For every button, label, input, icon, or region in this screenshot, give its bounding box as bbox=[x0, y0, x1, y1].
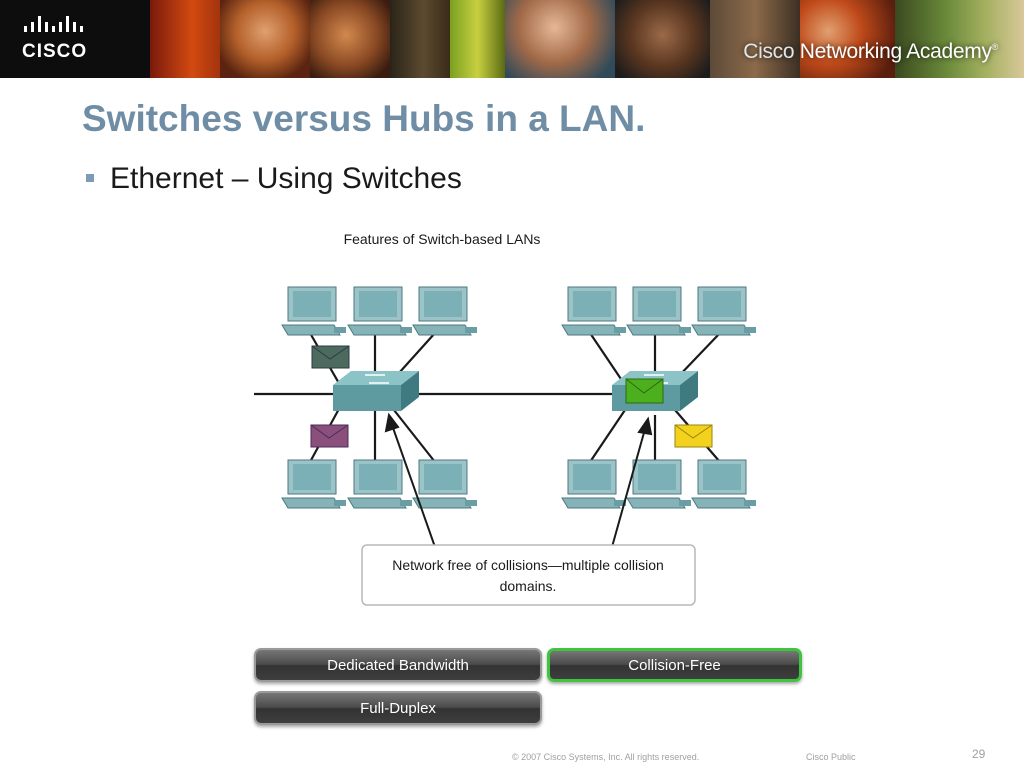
envelope-icon bbox=[625, 378, 664, 404]
slide-title: Switches versus Hubs in a LAN. bbox=[82, 98, 646, 139]
diagram-heading: Features of Switch-based LANs bbox=[344, 231, 541, 247]
computer-icon bbox=[347, 286, 413, 336]
bullet-text: Ethernet – Using Switches bbox=[110, 162, 462, 195]
envelope-icon bbox=[674, 424, 713, 448]
cisco-wordmark: CISCO bbox=[22, 41, 87, 62]
computer-icon bbox=[561, 286, 627, 336]
callout-line-1: Network free of collisions—multiple coll… bbox=[392, 557, 664, 573]
feature-full-duplex-button[interactable]: Full-Duplex bbox=[254, 691, 542, 725]
switch-lan-diagram: Features of Switch-based LANs bbox=[254, 231, 757, 606]
computer-icon bbox=[561, 459, 627, 509]
computer-icon bbox=[626, 459, 692, 509]
bullet-marker bbox=[86, 174, 94, 182]
switch-icon bbox=[332, 370, 420, 412]
computer-icon bbox=[691, 459, 757, 509]
computer-icon bbox=[281, 459, 347, 509]
page-number: 29 bbox=[972, 747, 986, 761]
feature-collision-free-button[interactable]: Collision-Free bbox=[547, 648, 802, 682]
callout-arrows bbox=[384, 412, 653, 548]
footer-classification: Cisco Public bbox=[806, 752, 856, 762]
envelope-icon bbox=[311, 345, 350, 369]
callout-line-2: domains. bbox=[500, 578, 557, 594]
callout-box bbox=[361, 544, 696, 606]
footer-copyright: © 2007 Cisco Systems, Inc. All rights re… bbox=[512, 752, 700, 762]
computer-icon bbox=[412, 459, 478, 509]
cisco-logo: CISCO bbox=[0, 0, 150, 78]
feature-dedicated-bandwidth-button[interactable]: Dedicated Bandwidth bbox=[254, 648, 542, 682]
computer-icon bbox=[281, 286, 347, 336]
academy-logo-text: Cisco Networking Academy® bbox=[743, 40, 998, 63]
header-banner: CISCO Cisco Networking Academy® bbox=[0, 0, 1024, 78]
computer-icon bbox=[412, 286, 478, 336]
envelope-icon bbox=[310, 424, 349, 448]
photo-strip bbox=[150, 0, 1024, 78]
computer-icon bbox=[626, 286, 692, 336]
computer-icon bbox=[347, 459, 413, 509]
computer-icon bbox=[691, 286, 757, 336]
